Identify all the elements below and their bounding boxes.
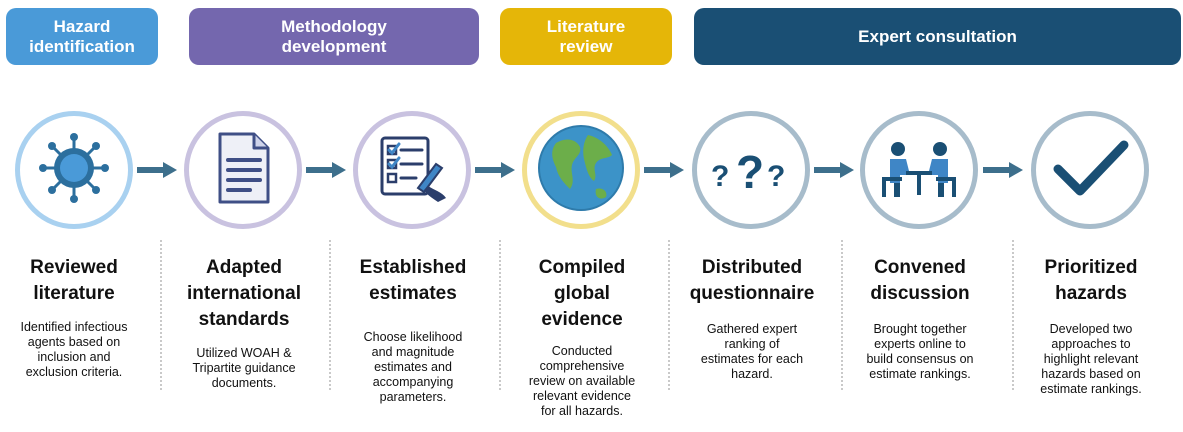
step-circle-established-estimates xyxy=(353,111,471,229)
meeting-icon xyxy=(876,133,962,208)
step-title-prioritized-hazards: Prioritized hazards xyxy=(1044,257,1138,304)
step-circle-adapted-standards xyxy=(184,111,302,229)
step-desc-reviewed-literature: Identified infectious agents based on in… xyxy=(20,320,128,379)
step-circle-prioritized-hazards xyxy=(1031,111,1149,229)
divider xyxy=(499,240,501,390)
globe-icon xyxy=(536,123,626,218)
divider xyxy=(841,240,843,390)
arrow-icon xyxy=(137,162,177,178)
phase-literature-review: Literature review xyxy=(500,8,672,65)
svg-text:?: ? xyxy=(736,146,764,198)
step-desc-compiled-evidence: Conducted comprehensive review on availa… xyxy=(528,344,636,418)
step-circle-convened-discussion xyxy=(860,111,978,229)
checkmark-icon xyxy=(1050,133,1130,208)
step-circle-compiled-evidence xyxy=(522,111,640,229)
divider xyxy=(329,240,331,390)
arrow-icon xyxy=(475,162,515,178)
divider xyxy=(1012,240,1014,390)
checklist-icon xyxy=(372,128,452,213)
svg-text:?: ? xyxy=(711,160,729,193)
document-icon xyxy=(208,128,278,213)
virus-icon xyxy=(34,128,114,213)
phase-methodology-development: Methodology development xyxy=(189,8,479,65)
step-title-convened-discussion: Convened discussion xyxy=(870,257,970,304)
phase-expert-consultation: Expert consultation xyxy=(694,8,1181,65)
divider xyxy=(160,240,162,390)
step-title-distributed-questionnaire: Distributed questionnaire xyxy=(689,257,815,304)
step-desc-prioritized-hazards: Developed two approaches to highlight re… xyxy=(1040,322,1142,396)
divider xyxy=(668,240,670,390)
arrow-icon xyxy=(814,162,854,178)
step-desc-distributed-questionnaire: Gathered expert ranking of estimates for… xyxy=(700,322,804,381)
step-desc-adapted-standards: Utilized WOAH & Tripartite guidance docu… xyxy=(192,346,296,390)
step-desc-convened-discussion: Brought together experts online to build… xyxy=(866,322,974,381)
step-desc-established-estimates: Choose likelihood and magnitude estimate… xyxy=(363,330,463,404)
question-marks-icon: ? ? ? xyxy=(709,138,793,203)
arrow-icon xyxy=(306,162,346,178)
step-title-compiled-evidence: Compiled global evidence xyxy=(538,257,626,330)
step-circle-distributed-questionnaire: ? ? ? xyxy=(692,111,810,229)
arrow-icon xyxy=(983,162,1023,178)
arrow-icon xyxy=(644,162,684,178)
step-circle-reviewed-literature xyxy=(15,111,133,229)
step-title-reviewed-literature: Reviewed literature xyxy=(30,257,118,304)
step-title-established-estimates: Established estimates xyxy=(359,257,467,304)
step-title-adapted-standards: Adapted international standards xyxy=(186,257,301,330)
phase-hazard-identification: Hazard identification xyxy=(6,8,158,65)
svg-text:?: ? xyxy=(767,160,785,193)
